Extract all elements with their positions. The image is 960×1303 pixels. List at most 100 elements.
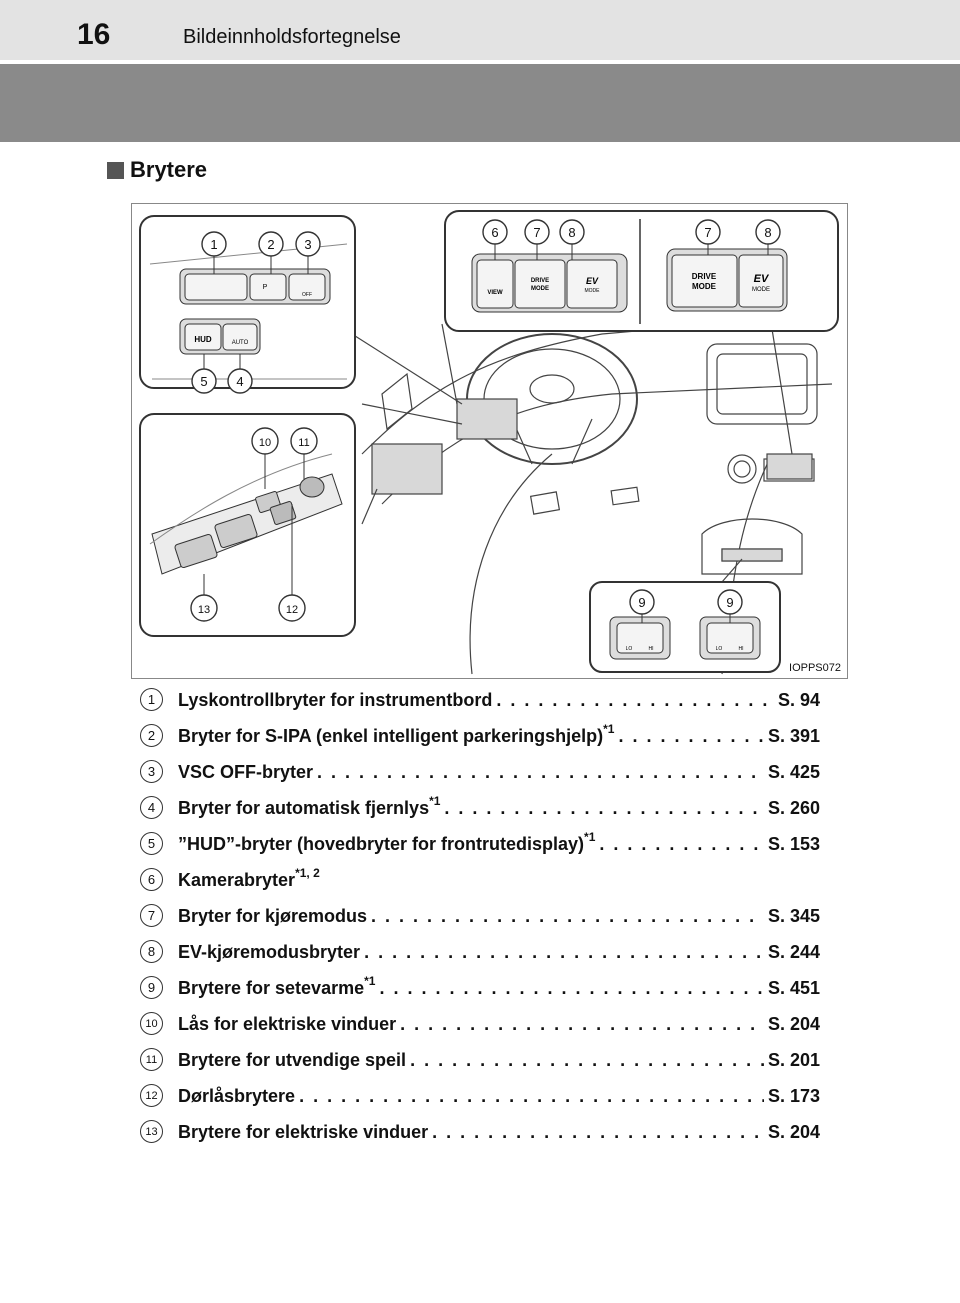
lo-label-right: LO — [716, 646, 723, 652]
section-band — [0, 64, 960, 142]
mode-label-large: MODE — [692, 282, 717, 291]
item-label: Bryter for kjøremodus — [178, 905, 368, 926]
item-page-link[interactable]: S. 391 — [767, 725, 820, 746]
item-page-link[interactable]: S. 260 — [767, 797, 820, 818]
list-item: 10 Lås for elektriske vinduer S. 204 — [140, 1010, 820, 1038]
item-label: Brytere for setevarme — [178, 977, 365, 998]
list-item: 2 Bryter for S-IPA (enkel intelligent pa… — [140, 722, 820, 750]
ev-mode-label-large: MODE — [752, 287, 770, 293]
list-item: 7 Bryter for kjøremodus S. 345 — [140, 902, 820, 930]
list-item: 13 Brytere for elektriske vinduer S. 204 — [140, 1118, 820, 1146]
list-item: 3 VSC OFF-bryterS. 425 — [140, 758, 820, 786]
leader-dots — [496, 690, 774, 711]
item-page-link[interactable]: S. 153 — [767, 833, 820, 854]
item-page-link[interactable]: S. 204 — [767, 1121, 820, 1142]
item-label: Dørlåsbrytere — [178, 1085, 296, 1106]
leader-dots — [432, 1122, 764, 1143]
item-page-link[interactable]: S. 425 — [767, 761, 820, 782]
item-label: Lyskontrollbryter for instrumentbord — [178, 689, 493, 710]
item-number-badge: 7 — [140, 904, 163, 927]
callout-7a: 7 — [533, 225, 540, 240]
item-number-badge: 6 — [140, 868, 163, 891]
p-label: P — [263, 284, 268, 291]
list-item: 1 Lyskontrollbryter for instrumentbord S.… — [140, 686, 820, 714]
item-label: Bryter for automatisk fjernlys — [178, 797, 430, 818]
list-item: 9 Brytere for setevarme*1 S. 451 — [140, 974, 820, 1002]
item-page-link[interactable]: S. 94 — [777, 689, 820, 710]
callout-8a: 8 — [568, 225, 575, 240]
view-label: VIEW — [487, 290, 503, 296]
item-number-badge: 1 — [140, 688, 163, 711]
list-item: 4 Bryter for automatisk fjernlys*1 S. 260 — [140, 794, 820, 822]
footnote-mark: *1 — [429, 793, 441, 808]
item-number-badge: 8 — [140, 940, 163, 963]
list-item: 8 EV-kjøremodusbryter S. 244 — [140, 938, 820, 966]
item-page-link[interactable]: S. 451 — [767, 977, 820, 998]
item-page-link[interactable]: S. 204 — [767, 1013, 820, 1034]
item-label: Brytere for elektriske vinduer — [178, 1121, 429, 1142]
leader-dots — [618, 726, 764, 747]
callout-11: 11 — [298, 437, 309, 449]
footnote-mark: *1, 2 — [295, 865, 320, 880]
item-page-link[interactable]: S. 201 — [767, 1049, 820, 1070]
item-number-badge: 2 — [140, 724, 163, 747]
item-number-badge: 10 — [140, 1012, 163, 1035]
section-heading: Brytere — [107, 157, 207, 183]
item-number-badge: 13 — [140, 1120, 163, 1143]
leader-dots — [299, 1086, 764, 1107]
off-label: OFF — [302, 292, 312, 298]
callout-2: 2 — [267, 237, 274, 252]
callout-3: 3 — [304, 237, 311, 252]
drive-label-small: DRIVE — [531, 278, 549, 284]
callout-13: 13 — [198, 604, 210, 616]
callout-7b: 7 — [704, 225, 711, 240]
ev-label-large: EV — [754, 273, 770, 285]
item-page-link[interactable]: S. 173 — [767, 1085, 820, 1106]
leader-dots — [599, 834, 764, 855]
callout-5: 5 — [200, 374, 207, 389]
item-number-badge: 11 — [140, 1048, 163, 1071]
list-item: 12 Dørlåsbrytere S. 173 — [140, 1082, 820, 1110]
callout-9a: 9 — [638, 595, 645, 610]
item-number-badge: 4 — [140, 796, 163, 819]
hi-label-right: HI — [739, 646, 744, 652]
list-item: 5 ”HUD”-bryter (hovedbryter for frontrut… — [140, 830, 820, 858]
hud-label: HUD — [194, 335, 212, 344]
item-number-badge: 12 — [140, 1084, 163, 1107]
item-label: Brytere for utvendige speil — [178, 1049, 407, 1070]
item-label: ”HUD”-bryter (hovedbryter for frontruted… — [178, 833, 585, 854]
header-bar: 16 Bildeinnholdsfortegnelse — [0, 0, 960, 60]
callout-6: 6 — [491, 225, 498, 240]
list-item: 6 Kamerabryter*1, 2 — [140, 866, 820, 894]
item-label: EV-kjøremodusbryter — [178, 941, 361, 962]
callout-10: 10 — [259, 437, 271, 449]
item-page-link[interactable]: S. 345 — [767, 905, 820, 926]
ev-mode-label-small: MODE — [585, 288, 601, 294]
leader-dots — [364, 942, 764, 963]
list-item: 11 Brytere for utvendige speil S. 201 — [140, 1046, 820, 1074]
hi-label-left: HI — [649, 646, 654, 652]
item-number-badge: 5 — [140, 832, 163, 855]
callout-9b: 9 — [726, 595, 733, 610]
leader-dots — [371, 906, 764, 927]
leader-dots — [317, 762, 764, 783]
figure-id: IOPPS072 — [789, 662, 841, 674]
footnote-mark: *1 — [364, 973, 376, 988]
item-label: VSC OFF-bryter — [178, 761, 314, 782]
item-page-link[interactable]: S. 244 — [767, 941, 820, 962]
item-label: Kamerabryter — [178, 869, 296, 890]
section-square-icon — [107, 161, 124, 179]
item-label: Lås for elektriske vinduer — [178, 1013, 397, 1034]
leader-dots — [400, 1014, 764, 1035]
callout-12: 12 — [286, 604, 298, 616]
section-title: Brytere — [130, 157, 208, 182]
item-label: Bryter for S-IPA (enkel intelligent park… — [178, 725, 604, 746]
running-title: Bildeinnholdsfortegnelse — [183, 26, 401, 48]
leader-dots — [444, 798, 764, 819]
item-number-badge: 9 — [140, 976, 163, 999]
callout-8b: 8 — [764, 225, 771, 240]
leader-dots — [410, 1050, 764, 1071]
illustration-svg: HUD AUTO P OFF VIEW DRIVE MODE EV MODE D… — [139, 210, 839, 675]
callout-4: 4 — [236, 374, 243, 389]
page-number: 16 — [77, 18, 111, 51]
